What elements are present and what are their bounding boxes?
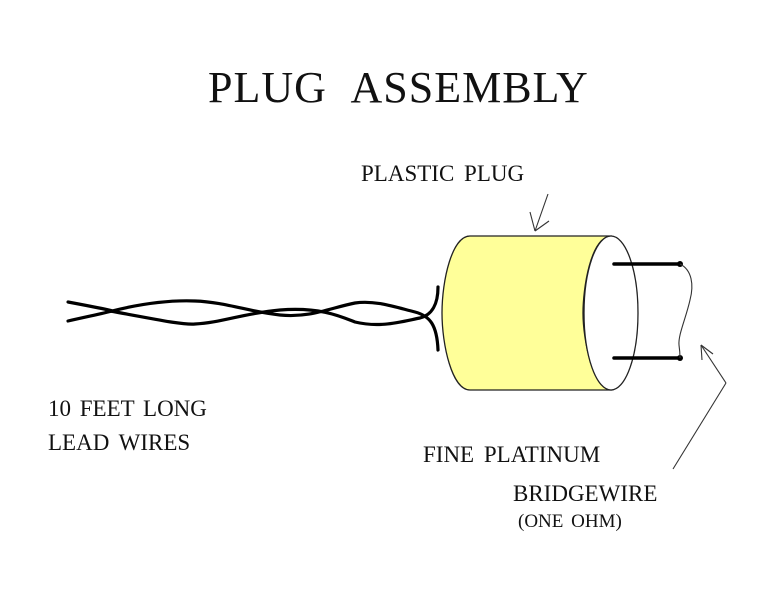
bridgewire <box>678 263 693 359</box>
plastic-plug-label: PLASTIC PLUG <box>361 161 525 186</box>
bridgewire-label-line2: BRIDGEWIRE <box>513 481 658 506</box>
plug-pins <box>612 262 682 360</box>
lead-wires-label-line2: LEAD WIRES <box>48 430 191 455</box>
lead-wire-a <box>66 285 440 327</box>
plastic-plug-arrow <box>529 193 550 232</box>
plug-end-face <box>583 235 639 391</box>
lead-wire-b <box>66 299 440 352</box>
twisted-lead-wires <box>66 285 440 352</box>
plastic-plug <box>441 235 639 391</box>
bridgewire-label-line3: (ONE OHM) <box>518 511 622 532</box>
lead-wires-label-line1: 10 FEET LONG <box>48 396 207 421</box>
bridgewire-label-line1: FINE PLATINUM <box>423 442 601 467</box>
diagram-title: PLUG ASSEMBLY <box>208 63 589 112</box>
bridgewire-arrow <box>672 344 727 470</box>
